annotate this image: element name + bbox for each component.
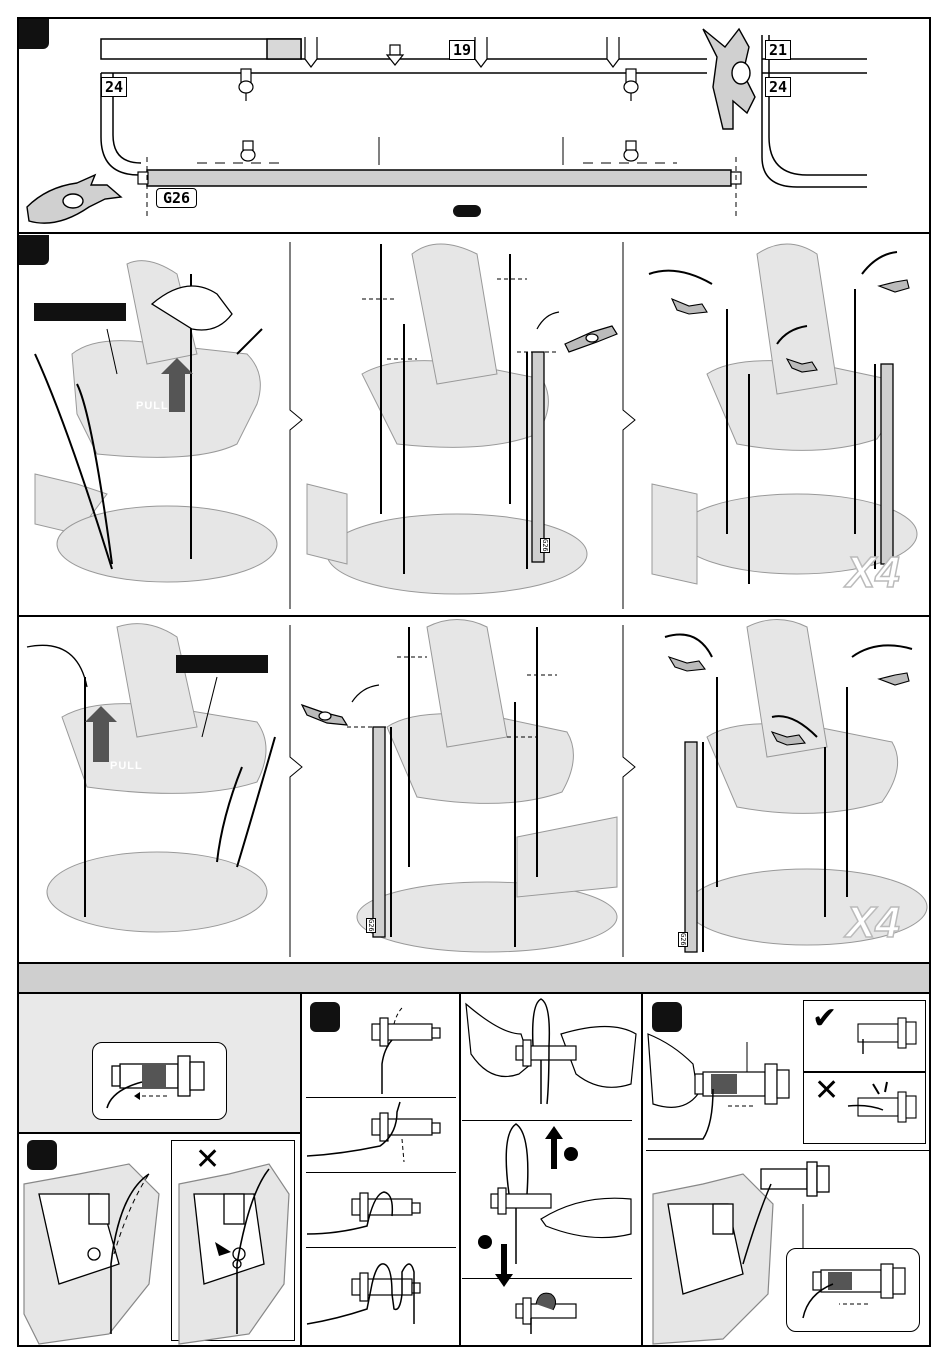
label-19: 19 — [449, 40, 475, 60]
wire-loop-tightening — [461, 994, 641, 1347]
part-tag-g26-c: G26 — [678, 932, 688, 947]
part-label-box-1 — [34, 303, 126, 321]
tape-pill-icon — [453, 205, 481, 217]
label-21: 21 — [765, 40, 791, 60]
repeat-x4-1: X4 — [846, 548, 900, 598]
pliers-icon — [565, 326, 617, 352]
pull-label-2: PULL — [110, 760, 143, 772]
wire-loop-steps — [302, 994, 459, 1347]
routing-row-2-drawings — [17, 617, 931, 962]
pull-label-1: PULL — [136, 400, 169, 412]
label-24-left: 24 — [101, 77, 127, 97]
repeat-x4-2: X4 — [846, 898, 900, 948]
routing-row-1-drawings — [17, 234, 931, 615]
housing-drawing-left — [19, 1134, 300, 1347]
cutter-pliers-icon — [27, 175, 121, 223]
label-24-right: 24 — [765, 77, 791, 97]
part-tag-g26-a: G26 — [540, 538, 550, 553]
connector-insert-drawings — [643, 994, 929, 1347]
connector-drawing-1 — [92, 1042, 227, 1120]
label-g26: G26 — [156, 188, 197, 208]
part-tag-g26-b: G26 — [366, 918, 376, 933]
section-header-band — [19, 964, 929, 992]
part-label-box-2 — [176, 655, 268, 673]
